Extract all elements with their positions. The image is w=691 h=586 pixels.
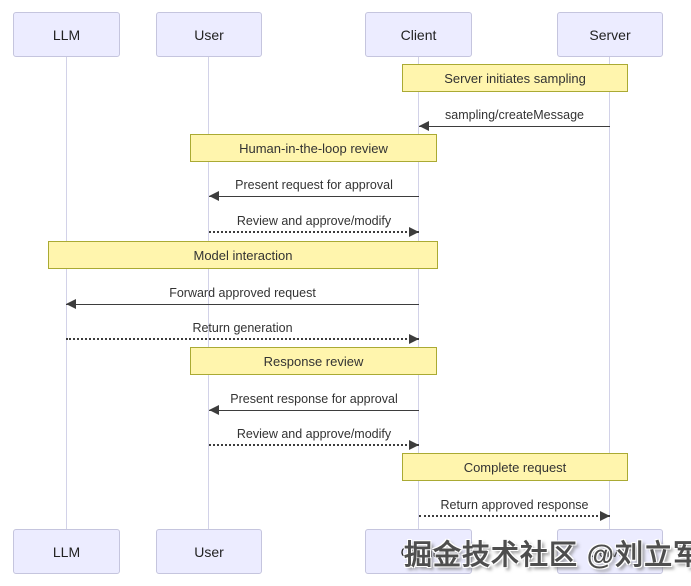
actor-client-top: Client	[365, 12, 472, 57]
actor-user-bottom: User	[156, 529, 262, 574]
message-return-approved-response: Return approved response	[419, 496, 610, 521]
actor-label: User	[194, 543, 224, 560]
arrowhead-left-icon	[66, 299, 76, 309]
arrowhead-left-icon	[209, 405, 219, 415]
note-label: Complete request	[463, 459, 567, 475]
note-response-review: Response review	[190, 347, 437, 375]
message-return-generation: Return generation	[66, 319, 419, 344]
message-label: Review and approve/modify	[236, 427, 392, 441]
actor-label: Client	[400, 543, 437, 560]
lifeline-user	[208, 57, 209, 529]
note-human-in-the-loop-review: Human-in-the-loop review	[190, 134, 437, 162]
message-present-request-for-approval: Present request for approval	[209, 176, 419, 201]
message-line	[66, 299, 419, 309]
message-present-response-for-approval: Present response for approval	[209, 390, 419, 415]
actor-llm-top: LLM	[13, 12, 120, 57]
message-line	[66, 334, 419, 344]
arrowhead-left-icon	[419, 121, 429, 131]
message-sampling-createmessage: sampling/createMessage	[419, 106, 610, 131]
actor-label: User	[194, 26, 224, 43]
note-label: Response review	[263, 353, 364, 369]
actor-label: Server	[589, 26, 631, 43]
message-label: Present response for approval	[230, 392, 398, 406]
message-line	[209, 191, 419, 201]
lifeline-server	[609, 57, 610, 529]
message-label: Forward approved request	[169, 286, 316, 300]
message-line	[209, 405, 419, 415]
actor-label: Server	[589, 543, 631, 560]
actor-user-top: User	[156, 12, 262, 57]
note-model-interaction: Model interaction	[48, 241, 438, 269]
message-label: Return generation	[192, 321, 293, 335]
message-label: sampling/createMessage	[445, 108, 584, 122]
message-label: Present request for approval	[235, 178, 393, 192]
arrowhead-right-icon	[409, 227, 419, 237]
message-line	[419, 121, 610, 131]
actor-server-top: Server	[557, 12, 663, 57]
lifeline-llm	[66, 57, 67, 529]
message-line	[209, 227, 419, 237]
lifeline-client	[418, 57, 419, 529]
actor-label: Client	[400, 26, 437, 43]
note-label: Human-in-the-loop review	[239, 140, 388, 156]
note-label: Model interaction	[193, 247, 293, 263]
arrowhead-right-icon	[409, 440, 419, 450]
note-server-initiates-sampling: Server initiates sampling	[402, 64, 628, 92]
watermark-text: 掘金技术社区 @刘立军	[404, 539, 691, 570]
message-review-and-approve-modify-2: Review and approve/modify	[209, 425, 419, 450]
message-review-and-approve-modify-1: Review and approve/modify	[209, 212, 419, 237]
note-complete-request: Complete request	[402, 453, 628, 481]
actor-label: LLM	[52, 543, 81, 560]
arrowhead-right-icon	[600, 511, 610, 521]
note-label: Server initiates sampling	[444, 70, 586, 86]
arrowhead-left-icon	[209, 191, 219, 201]
actor-label: LLM	[52, 26, 81, 43]
actor-server-bottom: Server	[557, 529, 663, 574]
message-label: Review and approve/modify	[236, 214, 392, 228]
message-forward-approved-request: Forward approved request	[66, 284, 419, 309]
actor-llm-bottom: LLM	[13, 529, 120, 574]
message-line	[209, 440, 419, 450]
message-line	[419, 511, 610, 521]
actor-client-bottom: Client	[365, 529, 472, 574]
message-label: Return approved response	[440, 498, 589, 512]
arrowhead-right-icon	[409, 334, 419, 344]
